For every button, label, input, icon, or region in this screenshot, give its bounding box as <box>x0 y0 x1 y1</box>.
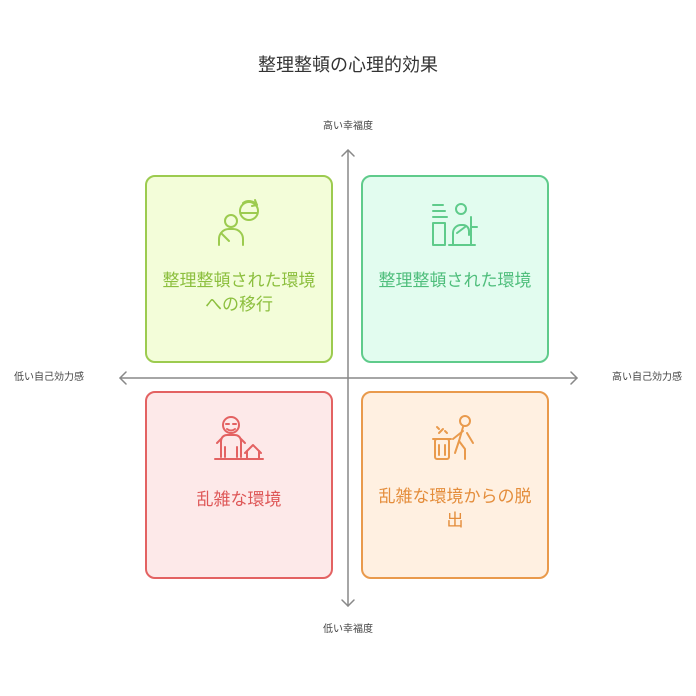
right-arrowhead <box>570 371 578 385</box>
left-arrowhead <box>119 371 127 385</box>
up-arrowhead <box>341 149 355 157</box>
down-arrowhead <box>341 599 355 607</box>
y-axis-bottom-label: 低い幸福度 <box>323 624 373 635</box>
quadrant-organized-label: 整理整頓された環境 <box>378 271 532 291</box>
x-axis-left-label: 低い自己効力感 <box>14 372 84 383</box>
person-desk-icon <box>432 203 478 246</box>
quadrant-cluttered: 乱雑な環境 <box>145 391 333 579</box>
overwhelmed-person-house-icon <box>214 416 264 460</box>
quadrant-transition-label: 整理整頓された環境への移行 <box>162 271 316 315</box>
quadrant-organized: 整理整頓された環境 <box>361 175 549 363</box>
quadrant-cluttered-label: 乱雑な環境 <box>196 490 282 510</box>
person-trash-icon <box>432 415 474 460</box>
y-axis-top-label: 高い幸福度 <box>323 121 373 132</box>
x-axis-right-label: 高い自己効力感 <box>612 372 682 383</box>
quadrant-escape: 乱雑な環境からの脱出 <box>361 391 549 579</box>
quadrant-escape-label: 乱雑な環境からの脱出 <box>378 487 532 531</box>
quadrant-transition: 整理整頓された環境への移行 <box>145 175 333 363</box>
diagram-title: 整理整頓の心理的効果 <box>258 55 438 76</box>
person-rotate-icon <box>218 199 259 246</box>
